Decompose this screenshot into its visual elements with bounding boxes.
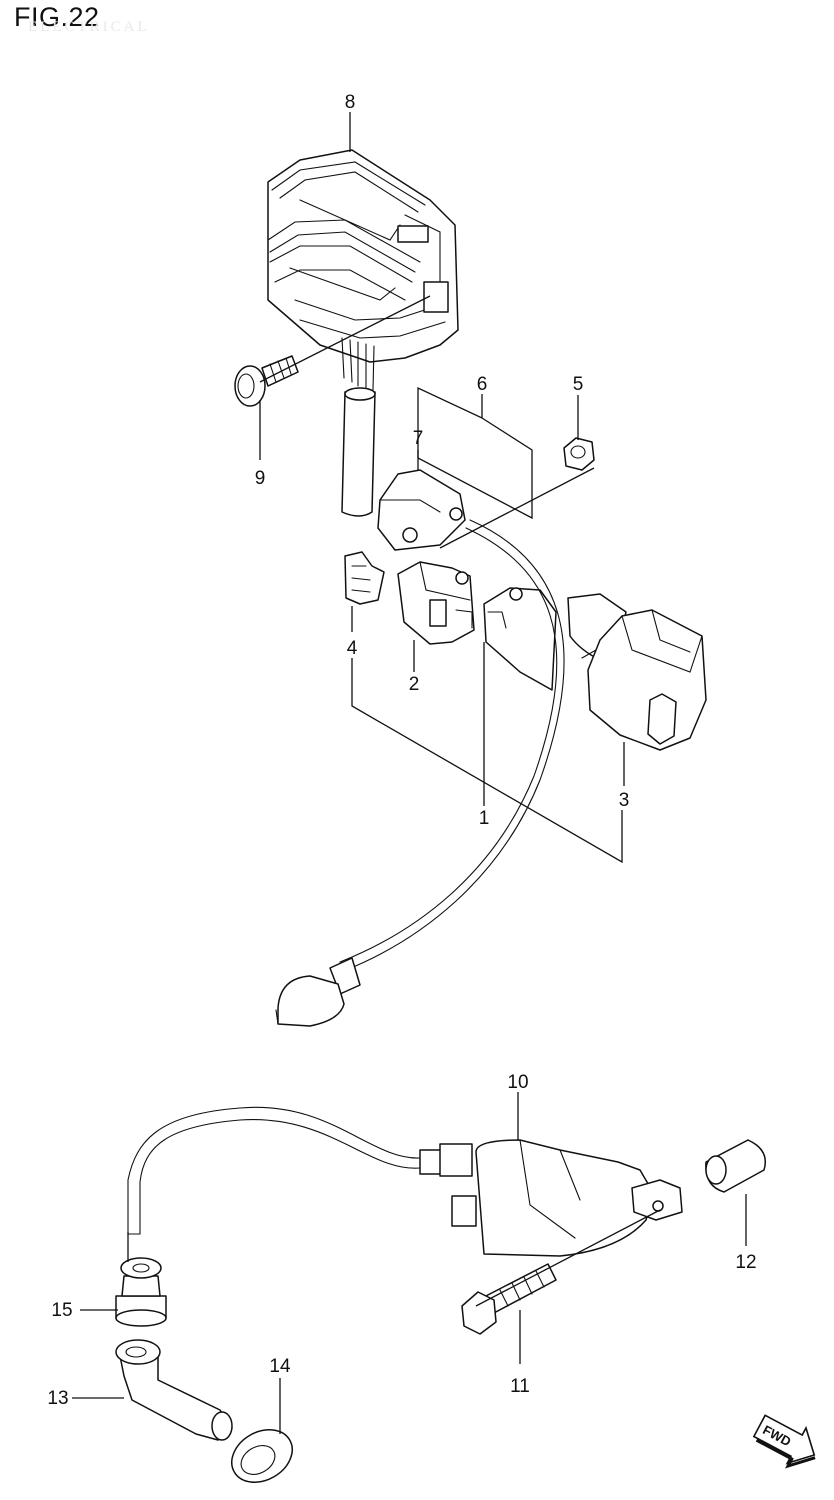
regulator-rectifier xyxy=(267,149,459,517)
terminal-cap-7 xyxy=(377,469,466,551)
callout-5: 5 xyxy=(573,374,584,395)
figure-subtitle: ELECTRICAL xyxy=(28,19,150,35)
ignition-coil-10 xyxy=(127,1106,683,1257)
figure-title: FIG.22 xyxy=(14,2,100,32)
leader-lines xyxy=(72,112,747,1434)
bracket-1 xyxy=(483,587,557,691)
connector-4 xyxy=(344,551,385,605)
ignition-coil-3 xyxy=(567,593,707,751)
callout-6: 6 xyxy=(477,374,488,395)
callout-11: 11 xyxy=(510,1376,530,1397)
bolt-9 xyxy=(234,355,299,407)
callout-1: 1 xyxy=(479,808,490,829)
callout-8: 8 xyxy=(345,92,356,113)
nut-5 xyxy=(563,437,595,471)
sleeve-12 xyxy=(705,1139,766,1193)
callout-12: 12 xyxy=(735,1252,756,1273)
callout-3: 3 xyxy=(619,790,630,811)
fwd-arrow-icon: FWD xyxy=(752,1414,816,1469)
callout-15: 15 xyxy=(51,1300,72,1321)
callout-4: 4 xyxy=(347,638,358,659)
plug-cap-13 xyxy=(115,1339,233,1441)
callout-14: 14 xyxy=(269,1356,291,1377)
callout-7: 7 xyxy=(413,428,424,449)
bolt-11 xyxy=(461,1263,557,1335)
callouts: 8 6 5 7 9 4 2 3 1 10 12 15 14 13 11 xyxy=(47,92,756,1409)
callout-13: 13 xyxy=(47,1388,68,1409)
terminal-block-2 xyxy=(397,561,475,645)
cable-with-cap xyxy=(275,519,565,1027)
callout-10: 10 xyxy=(507,1072,528,1093)
callout-9: 9 xyxy=(255,468,266,489)
washer-14 xyxy=(231,1429,293,1483)
callout-2: 2 xyxy=(409,674,420,695)
grommet-15 xyxy=(115,1257,167,1327)
